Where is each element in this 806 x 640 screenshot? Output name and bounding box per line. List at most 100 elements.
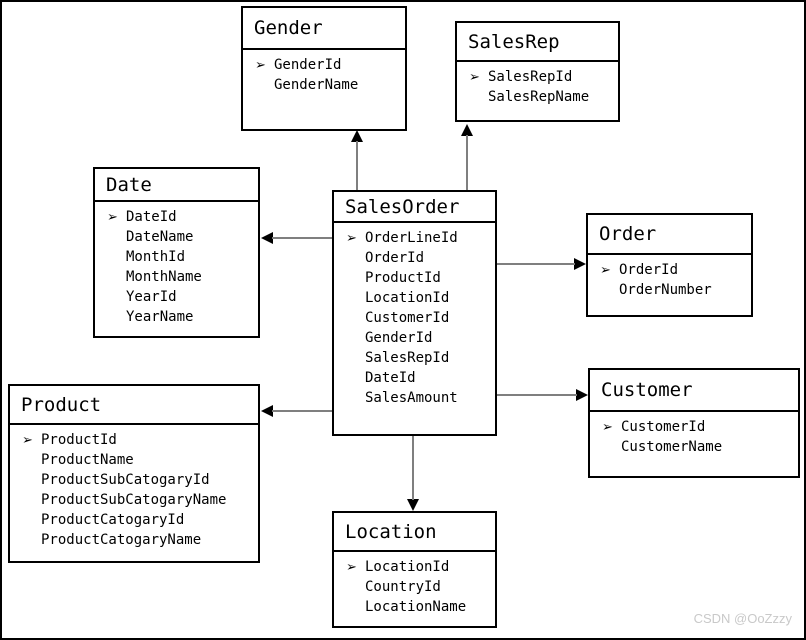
primary-key-icon: ➢ bbox=[107, 209, 118, 225]
field-name: DateId bbox=[126, 209, 177, 225]
field-row: DateName bbox=[107, 227, 258, 247]
relationship-arrow-salesorder-customer bbox=[497, 388, 588, 402]
field-row: MonthId bbox=[107, 247, 258, 267]
primary-key-icon: ➢ bbox=[600, 262, 611, 278]
field-name: ProductCatogaryName bbox=[41, 532, 202, 548]
field-name: OrderLineId bbox=[365, 230, 458, 246]
relationship-arrow-salesorder-gender bbox=[350, 130, 364, 190]
field-row: ➢ GenderId bbox=[255, 55, 405, 75]
relationship-arrow-salesorder-salesrep bbox=[460, 124, 474, 190]
field-name: MonthId bbox=[126, 249, 186, 265]
arrowhead-left-icon bbox=[261, 405, 273, 417]
field-row: ProductId bbox=[346, 268, 495, 288]
field-row: LocationName bbox=[346, 597, 495, 617]
field-row: YearId bbox=[107, 287, 258, 307]
field-name: OrderNumber bbox=[619, 282, 712, 298]
field-row: CustomerId bbox=[346, 308, 495, 328]
field-row: ➢OrderLineId bbox=[346, 228, 495, 248]
field-row: GenderName bbox=[255, 75, 405, 95]
primary-key-icon: ➢ bbox=[602, 419, 613, 435]
field-name: DateId bbox=[365, 370, 416, 386]
table-title: Location bbox=[334, 513, 495, 552]
connector-line bbox=[356, 141, 358, 190]
connector-line bbox=[497, 263, 575, 265]
field-name: YearName bbox=[126, 309, 194, 325]
primary-key-icon: ➢ bbox=[22, 432, 33, 448]
connector-line bbox=[412, 436, 414, 500]
field-name: CustomerName bbox=[621, 439, 723, 455]
table-title: Product bbox=[10, 386, 258, 425]
field-name: MonthName bbox=[126, 269, 202, 285]
field-name: ProductSubCatogaryId bbox=[41, 472, 210, 488]
relationship-arrow-salesorder-location bbox=[406, 436, 420, 511]
field-row: CountryId bbox=[346, 577, 495, 597]
field-name: ProductId bbox=[41, 432, 117, 448]
field-name: LocationId bbox=[365, 290, 450, 306]
relationship-arrow-salesorder-order bbox=[497, 257, 586, 271]
field-name: CountryId bbox=[365, 579, 441, 595]
field-row: MonthName bbox=[107, 267, 258, 287]
primary-key-icon: ➢ bbox=[255, 57, 266, 73]
relationship-arrow-salesorder-product bbox=[261, 404, 332, 418]
field-name: CustomerId bbox=[621, 419, 706, 435]
field-row: GenderId bbox=[346, 328, 495, 348]
field-row: ProductCatogaryName bbox=[22, 530, 258, 550]
field-row: ProductName bbox=[22, 450, 258, 470]
field-name: ProductCatogaryId bbox=[41, 512, 185, 528]
primary-key-icon: ➢ bbox=[346, 559, 357, 575]
field-name: GenderName bbox=[274, 77, 359, 93]
field-name: SalesAmount bbox=[365, 390, 458, 406]
table-title: Gender bbox=[243, 8, 405, 50]
field-row: ➢ CustomerId bbox=[602, 417, 798, 437]
connector-line bbox=[497, 394, 577, 396]
table-title: Customer bbox=[590, 370, 798, 412]
field-row: ➢ DateId bbox=[107, 207, 258, 227]
field-row: ➢ ProductId bbox=[22, 430, 258, 450]
field-row: OrderId bbox=[346, 248, 495, 268]
arrowhead-left-icon bbox=[261, 232, 273, 244]
table-title: SalesRep bbox=[457, 23, 618, 62]
table-title: Order bbox=[588, 215, 751, 255]
field-name: ProductName bbox=[41, 452, 134, 468]
table-title: Date bbox=[95, 169, 258, 202]
field-name: LocationName bbox=[365, 599, 467, 615]
arrowhead-right-icon bbox=[576, 389, 588, 401]
field-row: CustomerName bbox=[602, 437, 798, 457]
field-row: ➢OrderId bbox=[600, 260, 751, 280]
field-name: SalesRepName bbox=[488, 89, 590, 105]
connector-line bbox=[272, 410, 332, 412]
field-row: SalesRepName bbox=[469, 87, 618, 107]
field-name: SalesRepId bbox=[365, 350, 450, 366]
field-row: ProductSubCatogaryId bbox=[22, 470, 258, 490]
field-name: ProductSubCatogaryName bbox=[41, 492, 227, 508]
field-name: LocationId bbox=[365, 559, 450, 575]
field-row: SalesAmount bbox=[346, 388, 495, 408]
arrowhead-down-icon bbox=[407, 499, 419, 511]
arrowhead-up-icon bbox=[351, 130, 363, 142]
field-name: GenderId bbox=[274, 57, 342, 73]
connector-line bbox=[272, 237, 332, 239]
field-row: SalesRepId bbox=[346, 348, 495, 368]
field-name: GenderId bbox=[365, 330, 433, 346]
field-row: ProductSubCatogaryName bbox=[22, 490, 258, 510]
field-row: ➢ LocationId bbox=[346, 557, 495, 577]
field-row: DateId bbox=[346, 368, 495, 388]
table-title: SalesOrder bbox=[334, 192, 495, 223]
